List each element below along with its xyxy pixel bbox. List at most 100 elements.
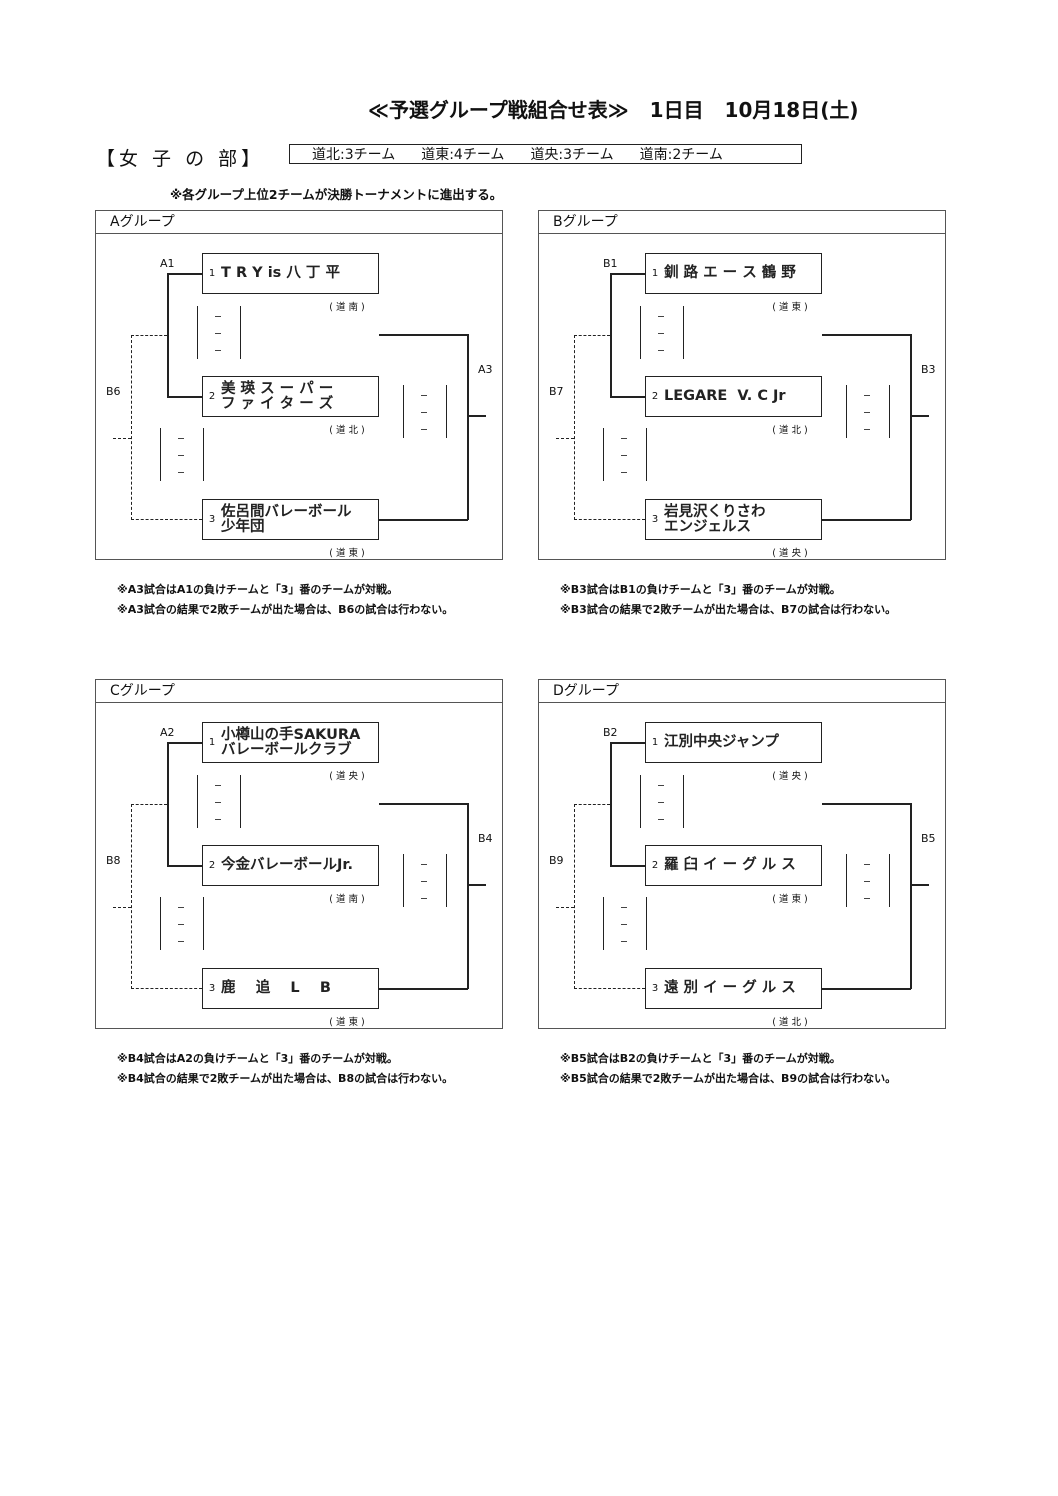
match-label-second: A3 xyxy=(478,363,493,376)
bracket-line xyxy=(167,865,203,867)
title-date: 10月18日(土) xyxy=(724,98,859,122)
score-dash xyxy=(178,438,184,439)
score-box xyxy=(403,385,447,438)
score-box xyxy=(403,854,447,907)
bracket-line xyxy=(910,334,912,520)
match-label-second: B4 xyxy=(478,832,493,845)
team-box: 3 岩見沢くりさわ エンジェルス xyxy=(645,499,822,540)
match-label-second: B3 xyxy=(921,363,936,376)
score-dash xyxy=(658,785,664,786)
dashed-line xyxy=(131,988,202,989)
bracket-line xyxy=(379,988,468,990)
score-dash xyxy=(864,395,870,396)
team-region: ( 道 東 ) xyxy=(772,302,808,313)
group-title: Bグループ xyxy=(539,211,945,234)
team-count-dohoku: 道北:3チーム xyxy=(312,147,396,163)
score-dash xyxy=(621,472,627,473)
score-box xyxy=(603,428,647,481)
bracket-line xyxy=(167,273,203,275)
team-name: 岩見沢くりさわ エンジェルス xyxy=(664,503,766,535)
score-dash xyxy=(621,455,627,456)
score-box xyxy=(846,854,890,907)
title-main: ≪予選グループ戦組合せ表≫ xyxy=(368,98,629,122)
team-number: 1 xyxy=(208,268,216,279)
group-note: ※A3試合はA1の負けチームと「3」番のチームが対戦。 xyxy=(117,583,399,596)
score-dash xyxy=(215,316,221,317)
team-name: 鹿 追 L B xyxy=(221,980,331,996)
bracket-line xyxy=(467,415,486,417)
score-dash xyxy=(658,802,664,803)
advance-note: ※各グループ上位2チームが決勝トーナメントに進出する。 xyxy=(170,187,503,202)
match-label-loser: B6 xyxy=(106,385,121,398)
score-dash xyxy=(621,438,627,439)
match-label-loser: B8 xyxy=(106,854,121,867)
score-dash xyxy=(421,429,427,430)
match-label-second: B5 xyxy=(921,832,936,845)
score-dash xyxy=(178,907,184,908)
score-dash xyxy=(178,941,184,942)
bracket-line xyxy=(467,803,469,989)
score-box xyxy=(603,897,647,950)
score-dash xyxy=(621,941,627,942)
dashed-line xyxy=(574,519,645,520)
dashed-line xyxy=(131,335,167,336)
group-note: ※B3試合はB1の負けチームと「3」番のチームが対戦。 xyxy=(560,583,841,596)
team-number: 2 xyxy=(651,860,659,871)
team-number: 3 xyxy=(208,514,216,525)
score-dash xyxy=(215,785,221,786)
team-count-doto: 道東:4チーム xyxy=(421,147,505,163)
score-dash xyxy=(658,333,664,334)
group-note: ※B4試合はA2の負けチームと「3」番のチームが対戦。 xyxy=(117,1052,398,1065)
score-dash xyxy=(178,924,184,925)
bracket-line xyxy=(610,742,646,744)
team-region: ( 道 央 ) xyxy=(329,771,365,782)
dashed-line xyxy=(131,335,132,520)
group-note: ※A3試合の結果で2敗チームが出た場合は、B6の試合は行わない。 xyxy=(117,603,454,616)
score-dash xyxy=(864,429,870,430)
score-dash xyxy=(215,333,221,334)
score-box xyxy=(160,428,204,481)
team-name: 江別中央ジャンプ xyxy=(664,734,779,750)
bracket-line xyxy=(467,884,486,886)
score-dash xyxy=(178,455,184,456)
bracket-line xyxy=(822,988,911,990)
score-dash xyxy=(864,898,870,899)
bracket-line xyxy=(610,396,646,398)
team-number: 1 xyxy=(651,268,659,279)
score-dash xyxy=(621,907,627,908)
score-dash xyxy=(215,819,221,820)
team-number: 1 xyxy=(651,737,659,748)
score-dash xyxy=(864,881,870,882)
team-number: 3 xyxy=(651,983,659,994)
bracket-line xyxy=(379,803,468,805)
match-label-loser: B9 xyxy=(549,854,564,867)
group-note: ※B5試合の結果で2敗チームが出た場合は、B9の試合は行わない。 xyxy=(560,1072,897,1085)
bracket-line xyxy=(610,742,612,866)
team-region: ( 道 北 ) xyxy=(772,1017,808,1028)
bracket-line xyxy=(610,865,646,867)
team-number: 2 xyxy=(208,391,216,402)
team-name: 小樽山の手SAKURA バレーボールクラブ xyxy=(221,726,361,758)
team-region: ( 道 南 ) xyxy=(329,894,365,905)
score-box xyxy=(197,306,241,359)
team-number: 3 xyxy=(651,514,659,525)
match-label-first: B2 xyxy=(603,726,618,739)
match-label-first: A1 xyxy=(160,257,175,270)
team-box: 1 江別中央ジャンプ xyxy=(645,722,822,763)
score-dash xyxy=(864,412,870,413)
team-name: 今金バレーボールJr. xyxy=(221,857,353,873)
match-label-first: A2 xyxy=(160,726,175,739)
bracket-line xyxy=(467,334,469,520)
dashed-line xyxy=(131,804,167,805)
team-region: ( 道 央 ) xyxy=(772,771,808,782)
team-name: 佐呂間バレーボール 少年団 xyxy=(221,503,352,535)
score-box xyxy=(640,775,684,828)
